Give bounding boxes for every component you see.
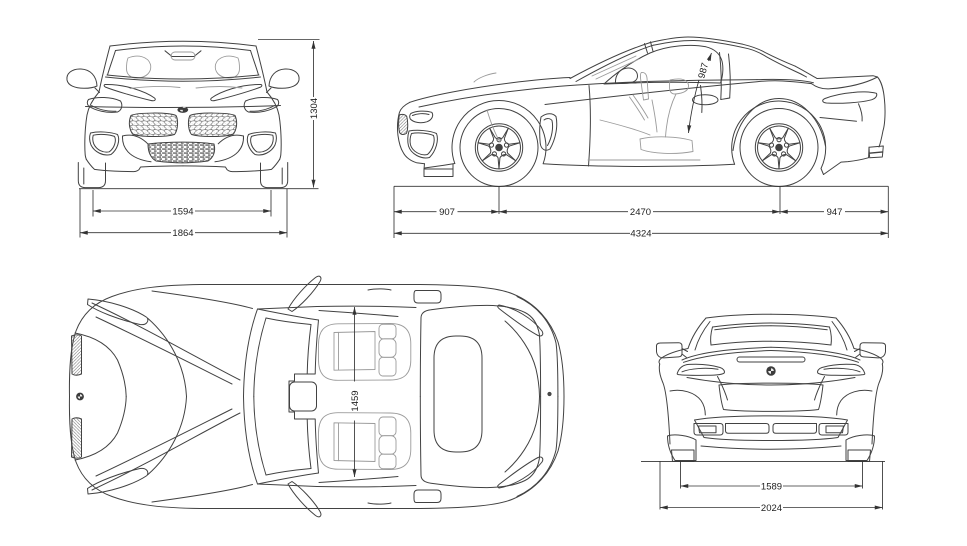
- svg-text:987: 987: [696, 62, 711, 80]
- svg-text:947: 947: [827, 207, 843, 218]
- svg-text:2024: 2024: [761, 503, 782, 514]
- svg-text:1864: 1864: [172, 228, 193, 239]
- svg-text:1304: 1304: [309, 98, 320, 119]
- svg-text:907: 907: [439, 207, 455, 218]
- svg-text:1459: 1459: [350, 390, 361, 411]
- svg-text:1594: 1594: [172, 206, 193, 217]
- svg-text:1589: 1589: [761, 481, 782, 492]
- svg-text:4324: 4324: [630, 229, 651, 240]
- svg-text:2470: 2470: [630, 207, 651, 218]
